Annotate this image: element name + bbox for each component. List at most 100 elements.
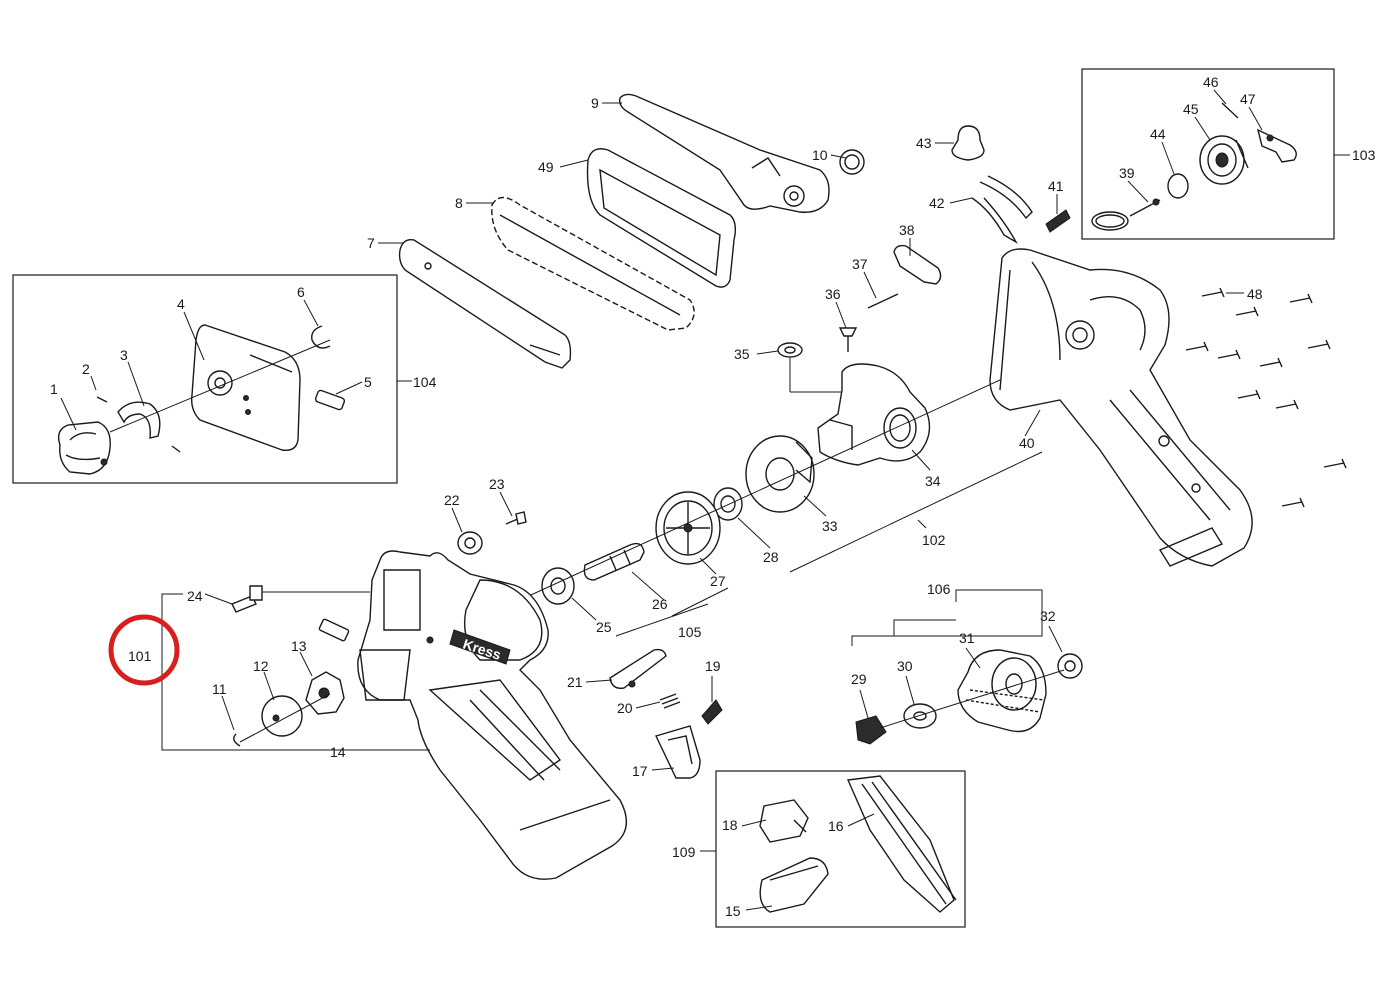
part-27-gear xyxy=(655,491,721,565)
callout-37: 37 xyxy=(852,256,868,272)
part-14-housing-half: Kress xyxy=(357,550,628,880)
part-4-side-cover xyxy=(190,324,301,451)
part-36-screw xyxy=(838,327,858,352)
callout-31: 31 xyxy=(959,630,975,646)
part-37-pin xyxy=(867,293,899,309)
callout-11: 11 xyxy=(212,681,227,697)
callout-18: 18 xyxy=(722,817,738,833)
part-22-nut xyxy=(457,531,483,555)
callout-24: 24 xyxy=(187,588,203,604)
part-18-switch xyxy=(759,799,809,843)
callout-39: 39 xyxy=(1119,165,1135,181)
part-33-disc xyxy=(745,435,815,513)
part-1-knob xyxy=(57,421,111,475)
part-47-lever xyxy=(1256,128,1297,163)
part-5b-block xyxy=(318,618,350,642)
group-box-103 xyxy=(1081,68,1335,240)
part-20-spring xyxy=(659,693,681,709)
callout-48: 48 xyxy=(1247,286,1263,302)
callout-6: 6 xyxy=(297,284,305,300)
callout-27: 27 xyxy=(710,573,726,589)
part-42-tube xyxy=(971,175,1033,244)
part-6-circlip xyxy=(311,325,331,349)
callout-28: 28 xyxy=(763,549,779,565)
callout-33: 33 xyxy=(822,518,838,534)
callout-21: 21 xyxy=(567,674,583,690)
part-10-spring xyxy=(839,149,865,175)
callout-1: 1 xyxy=(50,381,58,397)
callout-labels: 1 2 3 4 5 6 7 8 9 10 11 12 13 14 15 16 1… xyxy=(50,74,1376,919)
callout-7: 7 xyxy=(367,235,375,251)
group-box-104 xyxy=(12,274,398,484)
callout-46: 46 xyxy=(1203,74,1219,90)
callout-29: 29 xyxy=(851,671,867,687)
part-3-clamp xyxy=(117,401,161,439)
callout-40: 40 xyxy=(1019,435,1035,451)
highlight-circle xyxy=(108,614,180,686)
part-23-screw xyxy=(505,511,527,525)
part-40-housing-half xyxy=(989,248,1253,567)
part-32-bearing xyxy=(1057,653,1083,679)
callout-44: 44 xyxy=(1150,126,1166,142)
part-19-spring xyxy=(701,699,723,725)
callout-26: 26 xyxy=(652,596,668,612)
part-38-latch xyxy=(893,244,942,285)
part-11-clip xyxy=(233,733,241,747)
part-48-screws xyxy=(1185,287,1347,508)
part-49-bar-cover xyxy=(586,148,737,288)
callout-38: 38 xyxy=(899,222,915,238)
part-21-trigger-bar xyxy=(609,648,667,689)
callout-17: 17 xyxy=(632,763,648,779)
part-2-pin xyxy=(96,396,108,403)
callout-23: 23 xyxy=(489,476,505,492)
callout-49: 49 xyxy=(538,159,554,175)
callout-14: 14 xyxy=(330,744,346,760)
part-29-pinion xyxy=(855,715,887,745)
leader-lines xyxy=(60,89,1263,911)
callout-105: 105 xyxy=(678,624,702,640)
callout-9: 9 xyxy=(591,95,599,111)
part-45-gear-housing xyxy=(1199,135,1249,185)
callout-35: 35 xyxy=(734,346,750,362)
callout-36: 36 xyxy=(825,286,841,302)
part-15-switch xyxy=(759,857,829,913)
part-44-oring xyxy=(1167,173,1189,199)
part-46-pin xyxy=(1221,102,1239,119)
callout-5: 5 xyxy=(364,374,372,390)
callout-102: 102 xyxy=(922,532,946,548)
callout-2: 2 xyxy=(82,361,90,377)
callout-41: 41 xyxy=(1048,178,1064,194)
part-28-washer xyxy=(713,487,743,521)
callout-19: 19 xyxy=(705,658,721,674)
part-39-screw-oring xyxy=(1091,198,1161,231)
part-12-disc xyxy=(261,695,303,737)
callout-47: 47 xyxy=(1240,91,1256,107)
callout-103: 103 xyxy=(1352,147,1376,163)
callout-22: 22 xyxy=(444,492,460,508)
part-5-block xyxy=(314,389,346,411)
callout-45: 45 xyxy=(1183,101,1199,117)
part-24-pin xyxy=(231,585,263,613)
callout-25: 25 xyxy=(596,619,612,635)
part-8-chain xyxy=(491,196,695,331)
callout-42: 42 xyxy=(929,195,945,211)
callout-101: 101 xyxy=(128,648,152,664)
callout-15: 15 xyxy=(725,903,741,919)
callout-4: 4 xyxy=(177,296,185,312)
callout-12: 12 xyxy=(253,658,269,674)
callout-30: 30 xyxy=(897,658,913,674)
part-9-bar-plate xyxy=(618,93,830,213)
callout-109: 109 xyxy=(672,844,696,860)
part-41-spring xyxy=(1045,209,1071,233)
callout-32: 32 xyxy=(1040,608,1056,624)
part-43-cap xyxy=(951,125,985,161)
part-25-washer xyxy=(541,567,575,605)
callout-3: 3 xyxy=(120,347,128,363)
callout-10: 10 xyxy=(812,147,828,163)
callout-8: 8 xyxy=(455,195,463,211)
part-34-bracket xyxy=(817,363,931,466)
part-7-guide-bar xyxy=(398,239,572,369)
group-box-109 xyxy=(715,770,966,928)
callout-43: 43 xyxy=(916,135,932,151)
